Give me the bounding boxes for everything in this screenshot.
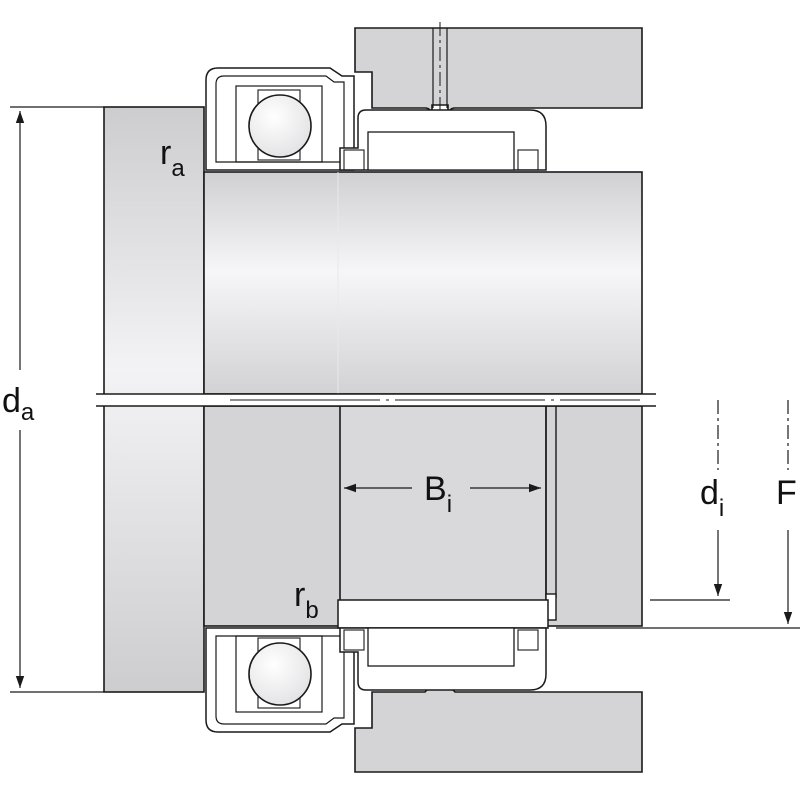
label-da: da <box>2 382 35 426</box>
label-rb: rb <box>294 576 319 624</box>
shaft-lower-section <box>203 405 643 627</box>
shaft-upper <box>203 171 643 395</box>
label-f: F <box>776 474 797 512</box>
top-needle-roller <box>339 109 547 171</box>
dimension-di <box>650 400 730 601</box>
housing-top <box>354 22 643 140</box>
housing-bottom <box>354 683 643 773</box>
label-bi: Bi <box>424 470 452 518</box>
dimension-da <box>10 106 104 693</box>
top-ball-bearing <box>205 67 355 171</box>
centerline <box>96 393 656 407</box>
label-di: di <box>700 474 724 522</box>
bottom-ball-bearing <box>205 627 355 733</box>
bottom-needle-roller <box>337 599 549 691</box>
dimension-f <box>556 400 800 629</box>
label-ra: ra <box>160 134 185 182</box>
